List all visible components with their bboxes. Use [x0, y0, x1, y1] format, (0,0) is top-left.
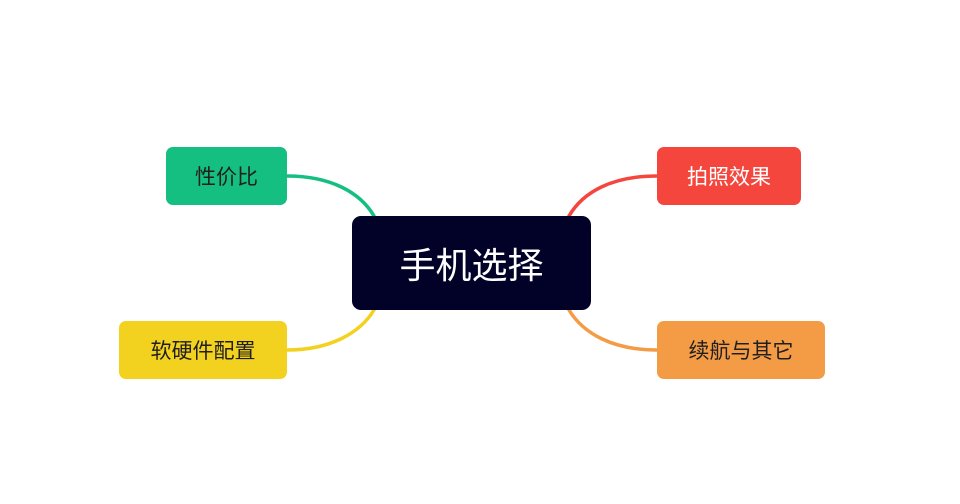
branch-node-ruanying[interactable]: 软硬件配置: [119, 321, 287, 379]
central-topic-node[interactable]: 手机选择: [352, 216, 591, 310]
connector-jiage: [285, 174, 376, 218]
branch-label-jiage: 性价比: [195, 165, 258, 189]
branch-label-ruanying: 软硬件配置: [150, 339, 256, 363]
branch-node-paizhao[interactable]: 拍照效果: [657, 147, 801, 205]
branch-node-xuhang[interactable]: 续航与其它: [657, 321, 825, 379]
branch-node-jiage[interactable]: 性价比: [166, 147, 287, 205]
connector-xuhang: [567, 308, 659, 352]
connector-paizhao: [567, 174, 659, 218]
central-topic-label: 手机选择: [399, 246, 544, 287]
branch-label-paizhao: 拍照效果: [687, 165, 771, 189]
branch-label-xuhang: 续航与其它: [688, 339, 794, 363]
connector-ruanying: [285, 308, 376, 352]
